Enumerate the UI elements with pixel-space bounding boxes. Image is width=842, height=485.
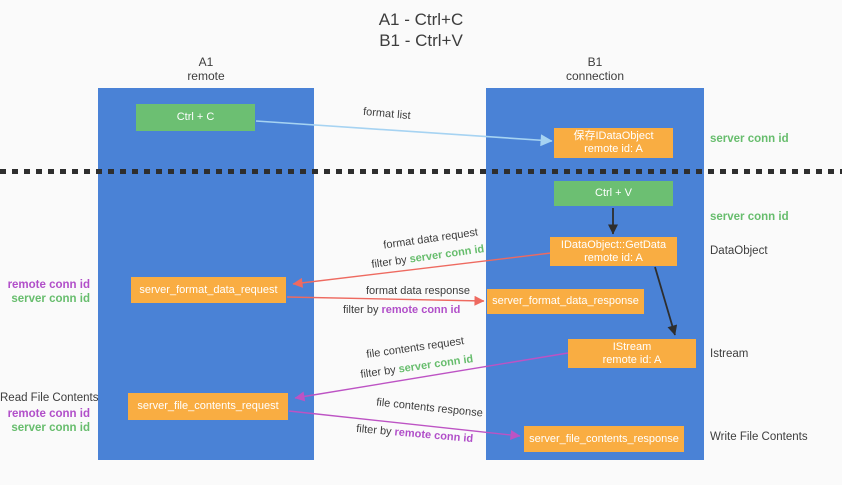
lane-a1-subtitle: remote xyxy=(187,69,225,83)
section-divider-dashed-line xyxy=(0,169,842,174)
label-filter-by-text: filter by xyxy=(359,364,397,381)
node-ctrl-v-label: Ctrl + V xyxy=(595,187,632,199)
diagram-title: A1 - Ctrl+C B1 - Ctrl+V xyxy=(0,9,842,51)
annotation-istream: Istream xyxy=(710,348,749,360)
node-server-file-contents-request: server_file_contents_request xyxy=(128,393,288,420)
annotation-server-conn-id-2: server conn id xyxy=(710,211,789,223)
lane-a1-name: A1 xyxy=(198,55,214,69)
title-line-2: B1 - Ctrl+V xyxy=(379,31,463,50)
node-idataobject-getdata: IDataObject::GetData remote id: A xyxy=(550,237,677,266)
arrow-format-data-response xyxy=(286,295,485,306)
annotation-server-conn-id-1: server conn id xyxy=(710,133,789,145)
label-remote-conn-id: remote conn id xyxy=(394,426,474,446)
annotation-server-conn-id-4: server conn id xyxy=(11,422,90,434)
annotation-write-file-contents: Write File Contents xyxy=(710,431,808,443)
label-remote-conn-id: remote conn id xyxy=(381,304,461,316)
node-getdata-line1: IDataObject::GetData xyxy=(560,238,667,251)
node-istream-line2: remote id: A xyxy=(602,353,662,366)
node-save-idataobject-line2: remote id: A xyxy=(584,143,643,155)
lane-header-a1: A1 remote xyxy=(98,55,314,83)
node-ctrl-c-label: Ctrl + C xyxy=(176,111,215,123)
node-file-response-label: server_file_contents_response xyxy=(529,432,679,445)
node-file-request-label: server_file_contents_request xyxy=(137,400,279,412)
node-ctrl-v: Ctrl + V xyxy=(554,181,673,206)
lane-b1-name: B1 xyxy=(587,55,603,69)
lane-header-b1: B1 connection xyxy=(486,55,704,83)
title-line-1: A1 - Ctrl+C xyxy=(378,10,464,29)
label-filter-by-text: filter by xyxy=(343,304,379,316)
label-format-data-response: format data response xyxy=(366,285,470,297)
node-istream: IStream remote id: A xyxy=(568,339,696,368)
node-server-format-data-request: server_format_data_request xyxy=(131,277,286,303)
node-istream-line1: IStream xyxy=(612,340,652,353)
label-filter-by-text: filter by xyxy=(355,422,393,438)
node-ctrl-c: Ctrl + C xyxy=(136,104,255,131)
annotation-dataobject: DataObject xyxy=(710,245,768,257)
node-server-format-data-response: server_format_data_response xyxy=(487,289,644,314)
node-format-request-label: server_format_data_request xyxy=(139,283,278,296)
label-format-list: format list xyxy=(362,105,412,123)
annotation-remote-conn-id-1: remote conn id xyxy=(7,279,90,291)
annotation-read-file-contents: Read File Contents xyxy=(0,392,99,404)
label-filter-by-text: filter by xyxy=(370,254,408,271)
annotation-server-conn-id-3: server conn id xyxy=(11,293,90,305)
node-format-response-label: server_format_data_response xyxy=(492,295,639,307)
label-file-contents-response: file contents response xyxy=(375,396,484,420)
node-getdata-line2: remote id: A xyxy=(584,251,643,264)
node-save-idataobject-line1: 保存IDataObject xyxy=(573,130,654,142)
lane-b1-subtitle: connection xyxy=(565,69,625,83)
node-server-file-contents-response: server_file_contents_response xyxy=(524,426,684,452)
annotation-remote-conn-id-2: remote conn id xyxy=(7,408,90,420)
node-save-idataobject: 保存IDataObject remote id: A xyxy=(554,128,673,158)
label-server-conn-id: server conn id xyxy=(397,353,474,376)
